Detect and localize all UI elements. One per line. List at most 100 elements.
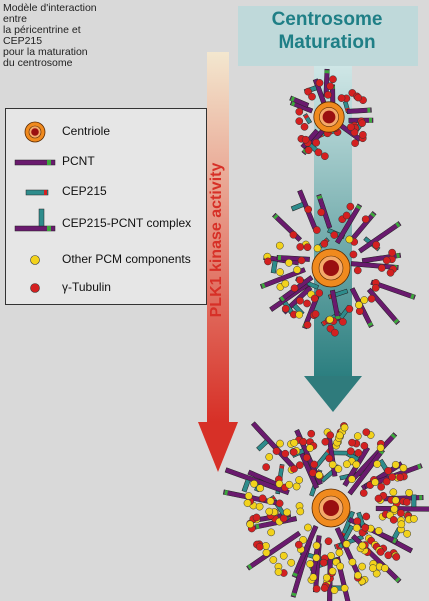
cluster-mature-tubulin-dot [384, 551, 393, 560]
cluster-early-maturation-pcnt [272, 212, 302, 242]
maturation-arrow [238, 6, 418, 412]
cluster-mature-tubulin-dot [289, 448, 298, 457]
cluster-early-maturation-tubulin-dot [320, 239, 329, 248]
cluster-mature-tubulin-dot [374, 494, 383, 503]
cluster-early-maturation-tubulin-dot [372, 240, 381, 249]
cluster-mature-pcm-dot [354, 571, 362, 580]
cluster-mature-pcm-dot [397, 520, 406, 529]
cluster-interphase-tubulin-dot [329, 75, 337, 84]
cluster-mature-tubulin-dot [272, 447, 281, 455]
cluster-early-maturation-pcm-dot [293, 265, 302, 274]
cluster-mature-complex-cep215 [411, 494, 417, 508]
cluster-early-maturation-tubulin-dot [303, 243, 312, 252]
cluster-early-maturation-pcnt [370, 279, 416, 300]
cluster-mature-tubulin-dot [388, 473, 397, 481]
cluster-early-maturation-pcnt [329, 289, 341, 321]
cluster-interphase-tubulin-dot [308, 92, 316, 101]
cluster-early-maturation [259, 189, 416, 337]
cluster-interphase-tubulin-dot [312, 138, 321, 147]
cluster-early-maturation-pcm-dot [275, 241, 284, 250]
cluster-mature-tubulin-dot [252, 513, 261, 522]
cluster-interphase-pcnt-tip [324, 70, 330, 74]
cluster-mature-pcm-dot [287, 558, 296, 567]
legend-item-tubulin: γ-Tubulin [6, 277, 206, 299]
cluster-early-maturation-tubulin-dot [388, 248, 396, 257]
cluster-interphase-tubulin-dot [295, 107, 304, 116]
cluster-early-maturation-tubulin-dot [331, 328, 339, 337]
cluster-interphase-pcnt-tip [367, 107, 371, 113]
cluster-interphase-pcnt-tip [368, 117, 373, 123]
cluster-mature-tubulin-dot [362, 428, 371, 437]
cluster-mature-pcm-dot [312, 541, 321, 550]
cluster-mature-centriole-core [323, 500, 339, 516]
cluster-early-maturation-tubulin-dot [342, 211, 351, 220]
cluster-mature-pcm-dot [312, 553, 321, 562]
legend-label-tubulin: γ-Tubulin [62, 280, 111, 294]
cluster-early-maturation-pcnt-tip [367, 322, 373, 327]
cluster-interphase-centriole-core [322, 110, 336, 124]
centrosome-clusters [222, 68, 429, 601]
cluster-early-maturation-pcnt-tip [396, 253, 400, 259]
cluster-interphase [289, 68, 374, 161]
cluster-mature-tubulin-dot [376, 548, 385, 556]
cluster-mature-pcm-dot [390, 505, 399, 513]
cluster-early-maturation-tubulin-dot [330, 231, 339, 239]
cluster-mature-pcm-dot [322, 573, 331, 582]
cluster-early-maturation-tubulin-dot [339, 318, 347, 326]
cluster-mature-pcm-dot [246, 520, 255, 529]
cluster-mature-pcm-dot [352, 524, 361, 532]
cluster-mature-tubulin-dot [258, 494, 267, 503]
cluster-mature-pcnt-tip [247, 564, 253, 570]
cluster-early-maturation-tubulin-dot [367, 294, 376, 303]
cluster-mature-tubulin-dot [384, 466, 393, 475]
cluster-early-maturation-pcnt-body [358, 221, 402, 254]
cluster-early-maturation-tubulin-dot [296, 276, 304, 284]
cluster-early-maturation-pcm-dot [313, 244, 322, 253]
cluster-early-maturation-tubulin-dot [349, 250, 358, 259]
complex-icon [14, 208, 56, 232]
cluster-early-maturation-pcnt-tip [335, 315, 341, 320]
cluster-mature-tubulin-dot [262, 463, 270, 471]
cluster-mature [222, 421, 429, 601]
cluster-early-maturation-tubulin-dot [371, 284, 380, 292]
cluster-early-maturation-pcnt-tip [261, 283, 266, 289]
cluster-interphase-tubulin-dot [359, 130, 367, 139]
cluster-interphase-tubulin-dot [315, 79, 324, 87]
legend-item-complex: CEP215-PCNT complex [6, 208, 206, 235]
cluster-mature-tubulin-dot [392, 553, 401, 561]
cluster-mature-tubulin-dot [299, 437, 308, 446]
cluster-interphase-pcnt [323, 68, 330, 97]
cluster-mature-pcm-dot [381, 564, 389, 573]
cluster-mature-pcm-dot [283, 508, 291, 517]
cluster-mature-pcm-dot [285, 480, 294, 489]
cluster-early-maturation-pcnt-body [351, 210, 377, 240]
cluster-early-maturation-tubulin-dot [303, 299, 311, 308]
cluster-mature-pcnt-tip [395, 576, 401, 583]
cluster-interphase-tubulin-dot [324, 91, 332, 99]
cluster-mature-complex-cep215 [256, 439, 269, 452]
cluster-mature-tubulin-dot [308, 469, 317, 477]
cluster-mature-pcm-dot [328, 567, 337, 576]
cluster-early-maturation-pcnt-body [335, 203, 363, 245]
cluster-early-maturation-tubulin-dot [289, 230, 298, 239]
cep215-icon [25, 189, 49, 196]
cluster-mature-cep215-tip [279, 465, 284, 469]
cluster-mature-tubulin-dot [389, 516, 398, 524]
cluster-mature-tubulin-dot [362, 512, 371, 521]
cluster-early-maturation-pcm-dot [276, 268, 284, 276]
cluster-interphase-cep215-tip [303, 114, 309, 119]
cluster-early-maturation-centriole-core [323, 260, 339, 276]
cluster-mature-tubulin-dot [324, 537, 333, 546]
cluster-mature-tubulin-dot [325, 454, 334, 463]
cluster-mature-pcm-dot [299, 535, 307, 544]
cluster-early-maturation-tubulin-dot [346, 202, 355, 211]
cluster-mature-tubulin-dot [353, 517, 362, 526]
cluster-early-maturation-pcnt-tip [279, 296, 285, 302]
cluster-mature-tubulin-dot [319, 558, 328, 567]
cluster-early-maturation-tubulin-dot [303, 321, 312, 329]
cluster-mature-tubulin-dot [359, 489, 368, 497]
cluster-mature-pcm-dot [352, 460, 361, 469]
cluster-mature-pcm-dot [296, 507, 305, 516]
cluster-early-maturation-pcnt-body [370, 279, 416, 300]
cluster-mature-pcm-dot [276, 439, 284, 448]
